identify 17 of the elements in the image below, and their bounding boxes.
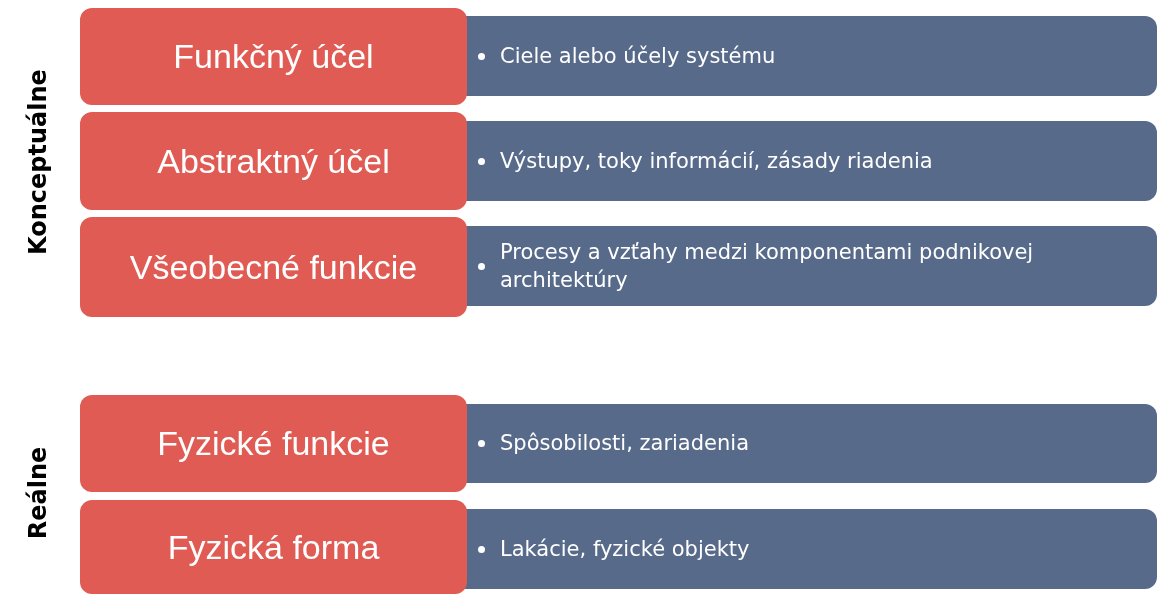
level-box [80,500,467,594]
description-text: Lakácie, fyzické objekty [500,535,750,563]
group-label: Reálne [23,446,52,540]
level-title: Všeobecné funkcie [129,247,418,287]
level-title: Funkčný účel [173,37,374,76]
group-label: Konceptuálne [23,69,52,255]
description-text: Spôsobilosti, zariadenia [500,430,749,458]
description-text: Procesy a vzťahy medzi komponentami podnikovej architektúry [500,238,1035,294]
description-text: Ciele alebo účely systému [500,42,776,70]
description-text: Výstupy, toky informácií, zásady riadenia [500,147,933,175]
level-box [80,112,467,210]
level-title: Fyzické funkcie [157,424,390,463]
level-title: Abstraktný účel [157,141,390,181]
level-title: Fyzická forma [167,527,380,567]
level-box [80,8,467,105]
level-box [80,217,467,317]
level-box [80,395,467,492]
